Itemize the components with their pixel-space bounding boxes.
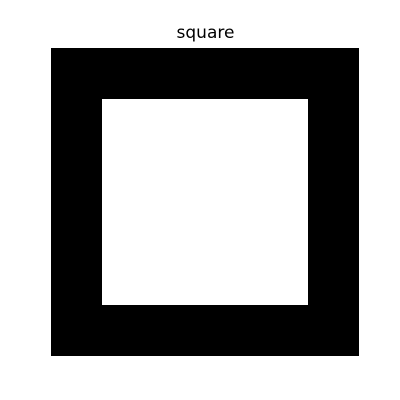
square-inner-hole (102, 99, 308, 305)
square-outer-frame (51, 48, 359, 356)
figure-title: square (176, 23, 235, 43)
